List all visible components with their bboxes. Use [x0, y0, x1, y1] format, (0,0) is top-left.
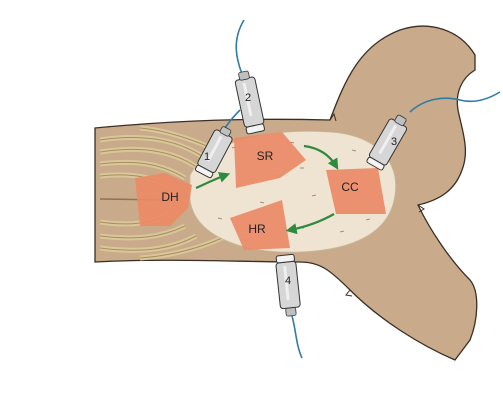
probe-label-4: 4 [285, 275, 291, 287]
cable-3 [409, 91, 501, 113]
probe-label-1: 1 [204, 151, 210, 163]
region-label-dh: DH [161, 190, 178, 204]
cable-4 [291, 315, 303, 359]
probe-1 [194, 126, 233, 179]
scan-region-dh: DH [135, 173, 192, 226]
probe-2 [234, 70, 265, 135]
probe-label-2: 2 [245, 92, 251, 104]
cable-2 [235, 19, 245, 75]
region-label-hr: HR [248, 222, 266, 236]
scan-region-hr: HR [230, 200, 290, 250]
probe-3 [366, 114, 408, 171]
arrow-cc-to-hr [285, 213, 335, 235]
scan-region-cc: CC [326, 168, 386, 214]
scan-direction-arrows [195, 144, 339, 235]
region-label-cc: CC [341, 180, 359, 194]
scan-region-sr: SR [234, 132, 306, 188]
probe-4 [275, 253, 301, 317]
arrow-dh-to-sr [195, 172, 231, 190]
region-label-sr: SR [257, 149, 274, 163]
arrow-sr-to-cc [303, 144, 339, 170]
probe-label-3: 3 [391, 136, 397, 148]
